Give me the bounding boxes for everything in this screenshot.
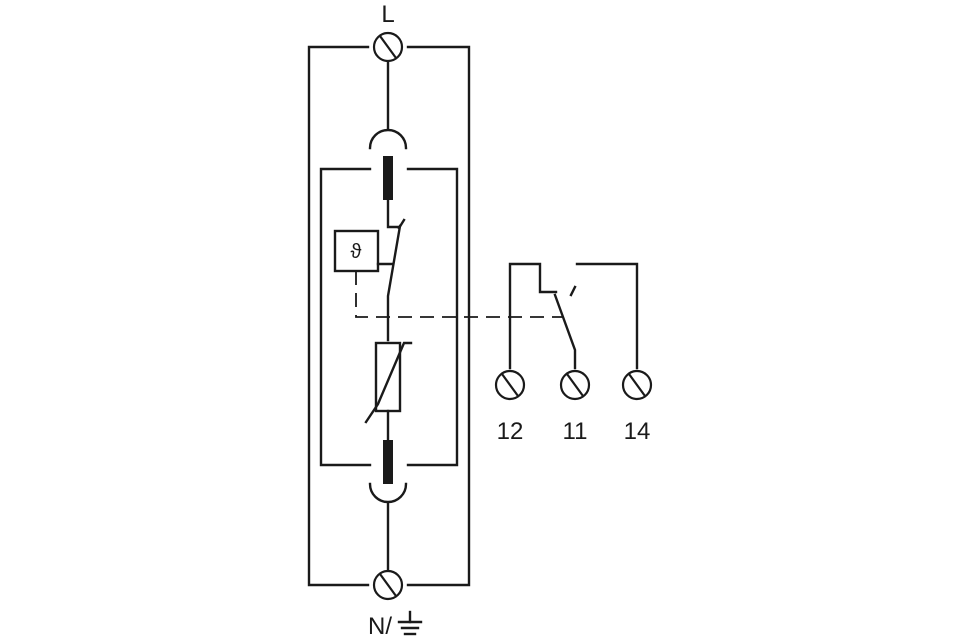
wire-fuse-to-switch bbox=[386, 198, 400, 229]
top-plug-arc-icon bbox=[368, 128, 408, 150]
ground-icon bbox=[397, 610, 423, 636]
terminal-12-icon bbox=[494, 369, 526, 401]
terminal-label-11: 11 bbox=[563, 418, 588, 445]
outer-enclosure bbox=[307, 45, 471, 587]
bottom-plug-arc-icon bbox=[368, 482, 408, 504]
terminal-11-icon bbox=[559, 369, 591, 401]
terminal-14-icon bbox=[621, 369, 653, 401]
top-fuse-icon bbox=[383, 156, 393, 200]
terminal-label-12: 12 bbox=[497, 418, 524, 445]
terminal-l-icon bbox=[372, 31, 404, 63]
thermal-symbol: ϑ bbox=[351, 241, 362, 263]
mechanical-link bbox=[355, 271, 564, 318]
inner-module bbox=[319, 167, 459, 467]
terminal-label-l: L bbox=[381, 1, 394, 28]
terminal-n-icon bbox=[372, 569, 404, 601]
bottom-fuse-icon bbox=[383, 440, 393, 484]
signal-contact bbox=[508, 262, 639, 370]
thermal-disconnector-switch bbox=[376, 218, 406, 342]
terminal-label-14: 14 bbox=[624, 418, 651, 445]
terminal-label-n: N/ bbox=[368, 613, 392, 640]
thermal-disconnector-icon: ϑ bbox=[333, 229, 380, 273]
